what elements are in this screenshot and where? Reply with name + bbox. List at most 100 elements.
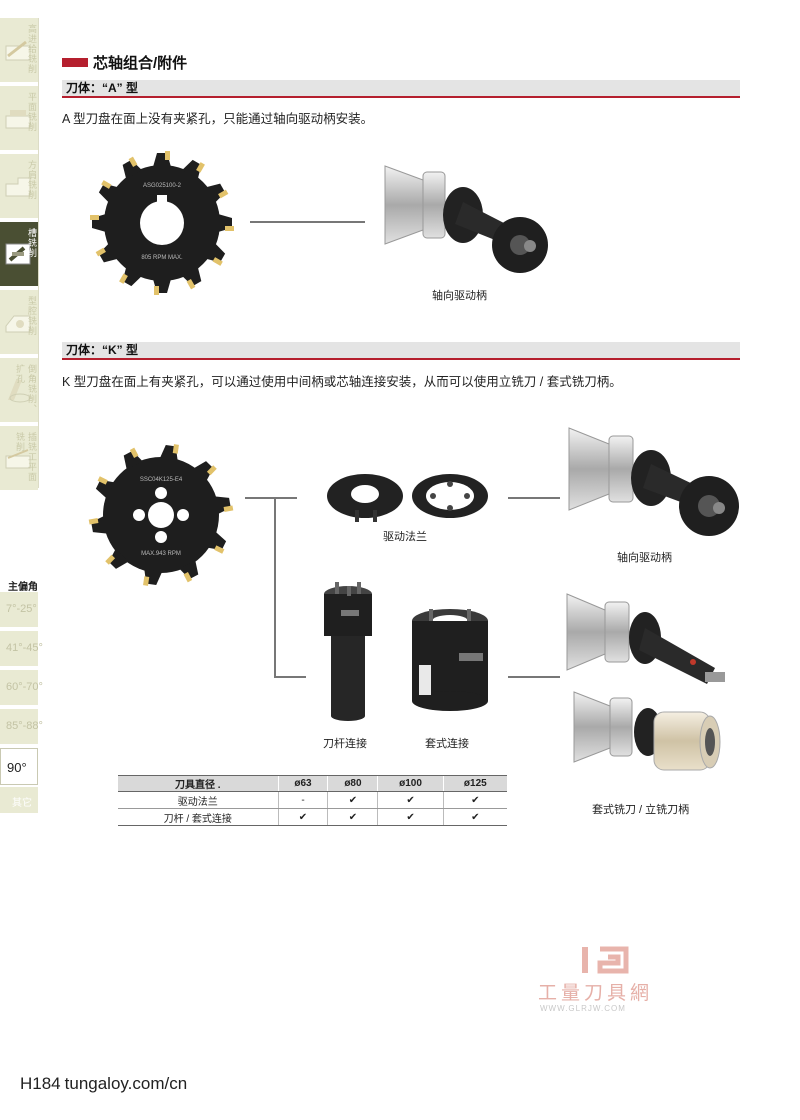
drive-flange-caption: 驱动法兰	[383, 531, 427, 543]
table-header: ø80	[327, 775, 378, 792]
shell-mill-holder-image	[573, 691, 721, 771]
angle-label: 7°-25°	[6, 603, 37, 615]
shoulder-milling-icon	[5, 177, 31, 197]
slot-milling-icon	[5, 243, 31, 265]
sidebar-tab-label: 槽铣削	[27, 228, 37, 258]
axial-drive-holder-image	[384, 165, 548, 273]
sidebar-tab-label: 高进给铣削	[27, 24, 37, 74]
cutter-tooth	[123, 450, 143, 470]
shell-connector-image	[412, 609, 488, 711]
cutter-insert	[97, 476, 108, 485]
sidebar-tab-plunge[interactable]: 插铣工平面铣削	[0, 426, 38, 492]
table-header: ø125	[442, 775, 507, 792]
angle-label: 41°-45°	[6, 642, 43, 654]
shell-connector-caption: 套式连接	[425, 738, 469, 750]
cutter-insert	[196, 162, 205, 173]
plunge-milling-icon	[5, 449, 31, 469]
drive-flange-image	[327, 474, 488, 522]
lead-angle-title: 主偏角	[8, 582, 38, 593]
section-a-heading: 刀体：“A” 型	[62, 80, 740, 98]
cutter-insert	[206, 465, 217, 476]
table-cell: -	[277, 791, 328, 809]
angle-label: 60°-70°	[6, 681, 43, 693]
compatibility-table: 刀具直径 . ø63 ø80 ø100 ø125 驱动法兰 - ✔ ✔ ✔ 刀杆…	[118, 775, 507, 826]
sidebar-tab-face[interactable]: 平面铣削	[0, 86, 38, 152]
table-header: ø63	[277, 775, 328, 792]
table-cell: ✔	[442, 808, 507, 826]
cutter-insert	[129, 447, 139, 458]
sidebar-tab-pocket[interactable]: 型腔铣削	[0, 290, 38, 356]
watermark-text: 工量刀具網	[538, 982, 654, 1004]
sidebar-tab-label: 型腔铣削	[27, 296, 37, 336]
watermark-logo-icon	[582, 946, 629, 974]
cutter-insert	[165, 151, 170, 160]
table-cell: 刀杆 / 套式连接	[118, 808, 278, 826]
shell-mill-holder-caption: 套式铣刀 / 立铣刀柄	[592, 804, 690, 816]
cutter-insert	[214, 545, 225, 554]
angle-tab-7-25[interactable]: 7°-25°	[0, 592, 38, 629]
angle-tab-other[interactable]: 其它	[0, 787, 38, 815]
cutter-tooth	[193, 461, 214, 481]
table-cell: ✔	[327, 808, 378, 826]
axial-drive-holder-image	[568, 427, 739, 536]
sidebar-tab-label: 平面铣削	[27, 92, 37, 132]
cutter-insert	[143, 576, 150, 586]
cutter-insert	[88, 518, 99, 525]
section-a-description: A 型刀盘在面上没有夹紧孔，只能通过轴向驱动柄安装。	[62, 112, 374, 126]
cutter-insert	[95, 247, 106, 257]
connector-line	[274, 497, 276, 677]
cutter-tooth	[207, 531, 227, 551]
connector-line	[274, 676, 306, 678]
cutter-insert	[128, 156, 138, 167]
table-row: 驱动法兰 - ✔ ✔ ✔	[118, 791, 507, 809]
a-type-cutter-image: ASG025100-2 805 RPM MAX.	[90, 151, 234, 295]
table-cell: ✔	[377, 808, 444, 826]
sidebar-tab-label: 插铣工平面铣削	[15, 432, 37, 482]
connector-line	[508, 676, 560, 678]
endmill-holder-image	[566, 593, 725, 684]
angle-label: 其它	[12, 798, 32, 809]
table-cell: ✔	[442, 791, 507, 809]
sidebar-tab-label: 倒角铣削、扩孔	[15, 364, 37, 414]
sidebar-tab-slot[interactable]: 槽铣削	[0, 222, 38, 288]
sidebar-tab-chamfer[interactable]: 倒角铣削、扩孔	[0, 358, 38, 424]
connector-line	[250, 221, 365, 223]
footer-url[interactable]: tungaloy.com/cn	[64, 1074, 188, 1093]
cutter-insert	[90, 215, 99, 220]
angle-tab-90[interactable]: 90°	[0, 748, 38, 785]
connector-line	[508, 497, 560, 499]
sidebar-divider	[38, 18, 39, 488]
cutter-tooth	[122, 159, 142, 180]
table-cell: ✔	[277, 808, 328, 826]
sidebar-tab-label: 方肩铣削	[27, 160, 37, 200]
angle-tab-85-88[interactable]: 85°-88°	[0, 709, 43, 746]
table-row: 刀杆 / 套式连接 ✔ ✔ ✔ ✔	[118, 808, 507, 826]
cutter-insert	[119, 273, 128, 284]
cutter-marking: SSC04K125-E4	[140, 477, 183, 483]
cutter-insert	[186, 279, 196, 290]
title-accent-bar	[62, 57, 88, 67]
section-k-heading: 刀体：“K” 型	[62, 342, 740, 360]
page-title-text: 芯轴组合/附件	[93, 54, 188, 72]
pocket-milling-icon	[5, 315, 31, 333]
table-header-row: 刀具直径 . ø63 ø80 ø100 ø125	[118, 775, 507, 792]
page-number: H184	[20, 1074, 61, 1093]
cutter-tooth	[95, 479, 115, 499]
cutter-insert	[105, 554, 116, 565]
sidebar-tab-shoulder[interactable]: 方肩铣削	[0, 154, 38, 220]
cutter-tooth	[98, 183, 119, 203]
cutter-rpm: 805 RPM MAX.	[141, 255, 183, 261]
page-title: 芯轴组合/附件	[62, 52, 187, 72]
table-cell: ✔	[377, 791, 444, 809]
sidebar-tab-high-feed[interactable]: 高进给铣削	[0, 18, 38, 84]
cutter-insert	[212, 257, 223, 266]
angle-tab-60-70[interactable]: 60°-70°	[0, 670, 43, 707]
angle-tab-41-45[interactable]: 41°-45°	[0, 631, 43, 668]
cutter-insert	[218, 189, 229, 199]
cutter-tooth	[98, 243, 119, 263]
cutter-marking: ASG025100-2	[143, 183, 182, 189]
cutter-insert	[172, 444, 179, 454]
cutter-tooth	[182, 266, 202, 287]
section-k-description: K 型刀盘在面上有夹紧孔，可以通过使用中间柄或芯轴连接安装，从而可以使用立铣刀 …	[62, 375, 622, 389]
